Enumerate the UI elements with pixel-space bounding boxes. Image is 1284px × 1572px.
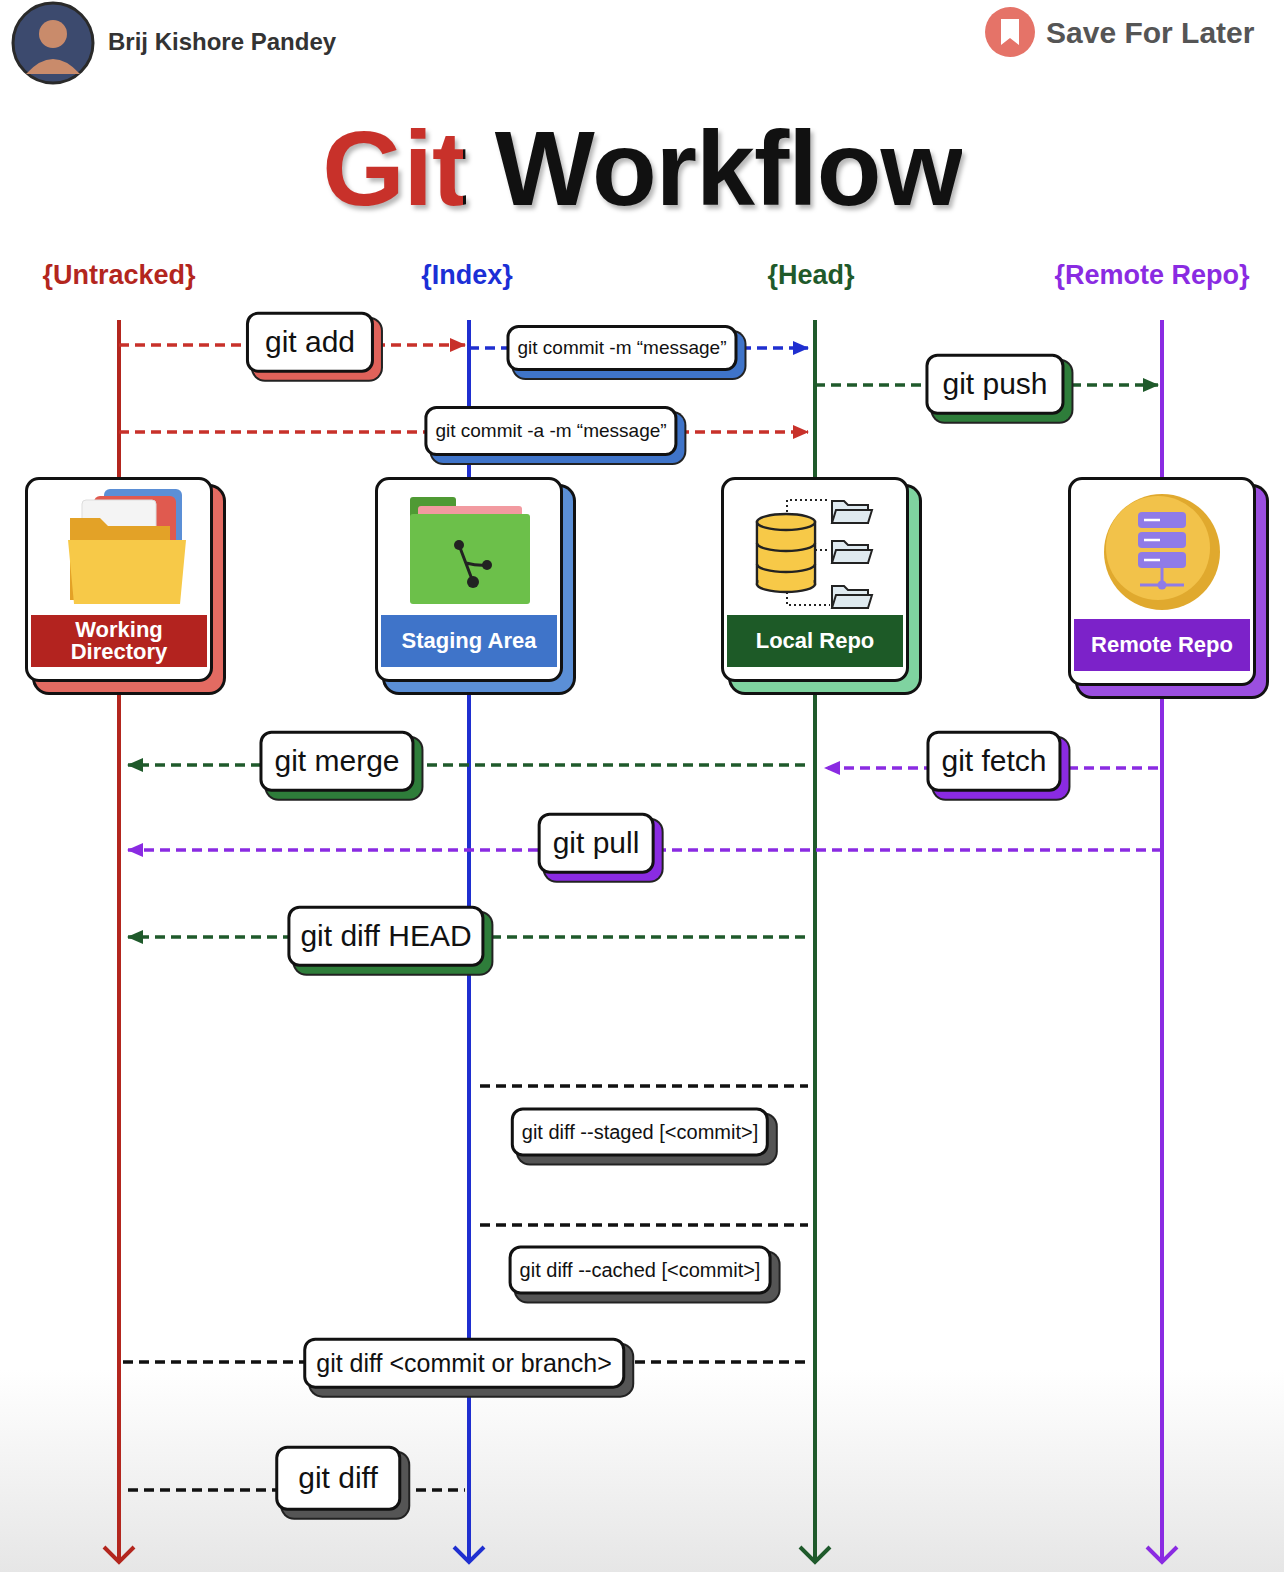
database-symbol [757,522,815,584]
folder-outline [832,501,868,523]
command-arrow [128,848,1162,852]
branch-symbol [459,545,487,582]
server-symbol [1138,532,1186,548]
column-heading: {Remote Repo} [1054,261,1249,291]
dotted-leader [787,500,830,605]
command-arrow [128,1488,465,1492]
repository-box: Working Directory [25,477,213,682]
save-note: Save For Later [1046,16,1254,49]
folder-icon [70,518,170,600]
bookmark-symbol [1001,19,1019,45]
repository-box: Remote Repo [1068,477,1256,686]
server-symbol [1138,512,1186,528]
lifeline-chevron [1147,1547,1177,1562]
bookmark-circle [985,7,1035,57]
paper-icon [82,500,156,562]
box-label: Working Directory [31,615,207,667]
command-arrow [825,766,1158,770]
command-arrow [480,1084,808,1088]
branch-symbol [467,576,479,588]
box-label: Remote Repo [1074,619,1250,671]
command-arrow [128,763,805,767]
folder-outline [832,510,872,523]
repository-box: Local Repo [721,477,909,682]
database-symbol [757,543,815,572]
folder-icon [68,540,186,604]
server-symbol [1138,552,1186,568]
column-heading: {Index} [421,261,513,291]
server-badge [1106,496,1210,600]
command-arrow [119,430,808,434]
branch-symbol [482,560,492,570]
branch-symbol [454,540,464,550]
server-badge [1104,494,1220,610]
folder-icon [104,489,182,559]
author-name: Brij Kishore Pandey [108,29,336,55]
command-label: git diff --cached [<commit>] [509,1246,772,1295]
column-heading: {Untracked} [42,261,195,291]
folder-icon [410,514,530,604]
lifeline-chevron [104,1547,134,1562]
folder-icon [418,506,522,520]
diagram-title: Git Workflow [322,110,962,227]
folder-outline [832,586,868,608]
box-label: Staging Area [381,615,557,667]
avatar-circle [13,3,93,83]
server-symbol [1158,581,1167,590]
command-arrow [123,1360,805,1364]
command-label: git diff [275,1446,401,1511]
command-label: git diff --staged [<commit>] [511,1108,769,1157]
command-arrow [815,383,1158,387]
command-label: git add [246,312,374,373]
folder-outline [832,595,872,608]
database-symbol [757,514,815,530]
command-arrow [480,1223,808,1227]
avatar-head [39,20,67,48]
repository-box: Staging Area [375,477,563,682]
column-heading: {Head} [767,261,854,291]
command-arrow [128,935,805,939]
command-arrow [469,346,808,350]
folder-icon [410,497,456,519]
box-label: Local Repo [727,615,903,667]
lifeline-chevron [454,1547,484,1562]
folder-outline [832,550,872,563]
server-symbol [1140,568,1184,585]
folder-outline [832,541,868,563]
avatar-body [26,59,80,74]
lifeline-chevron [800,1547,830,1562]
bottom-fade [0,1370,1284,1572]
database-symbol [759,522,814,584]
server-symbol [1144,520,1160,560]
command-label: git merge [259,731,414,792]
database-symbol [757,576,815,592]
command-label: git fetch [926,731,1061,792]
command-arrow [119,343,465,347]
folder-icon [94,496,176,568]
command-label: git pull [538,813,655,874]
